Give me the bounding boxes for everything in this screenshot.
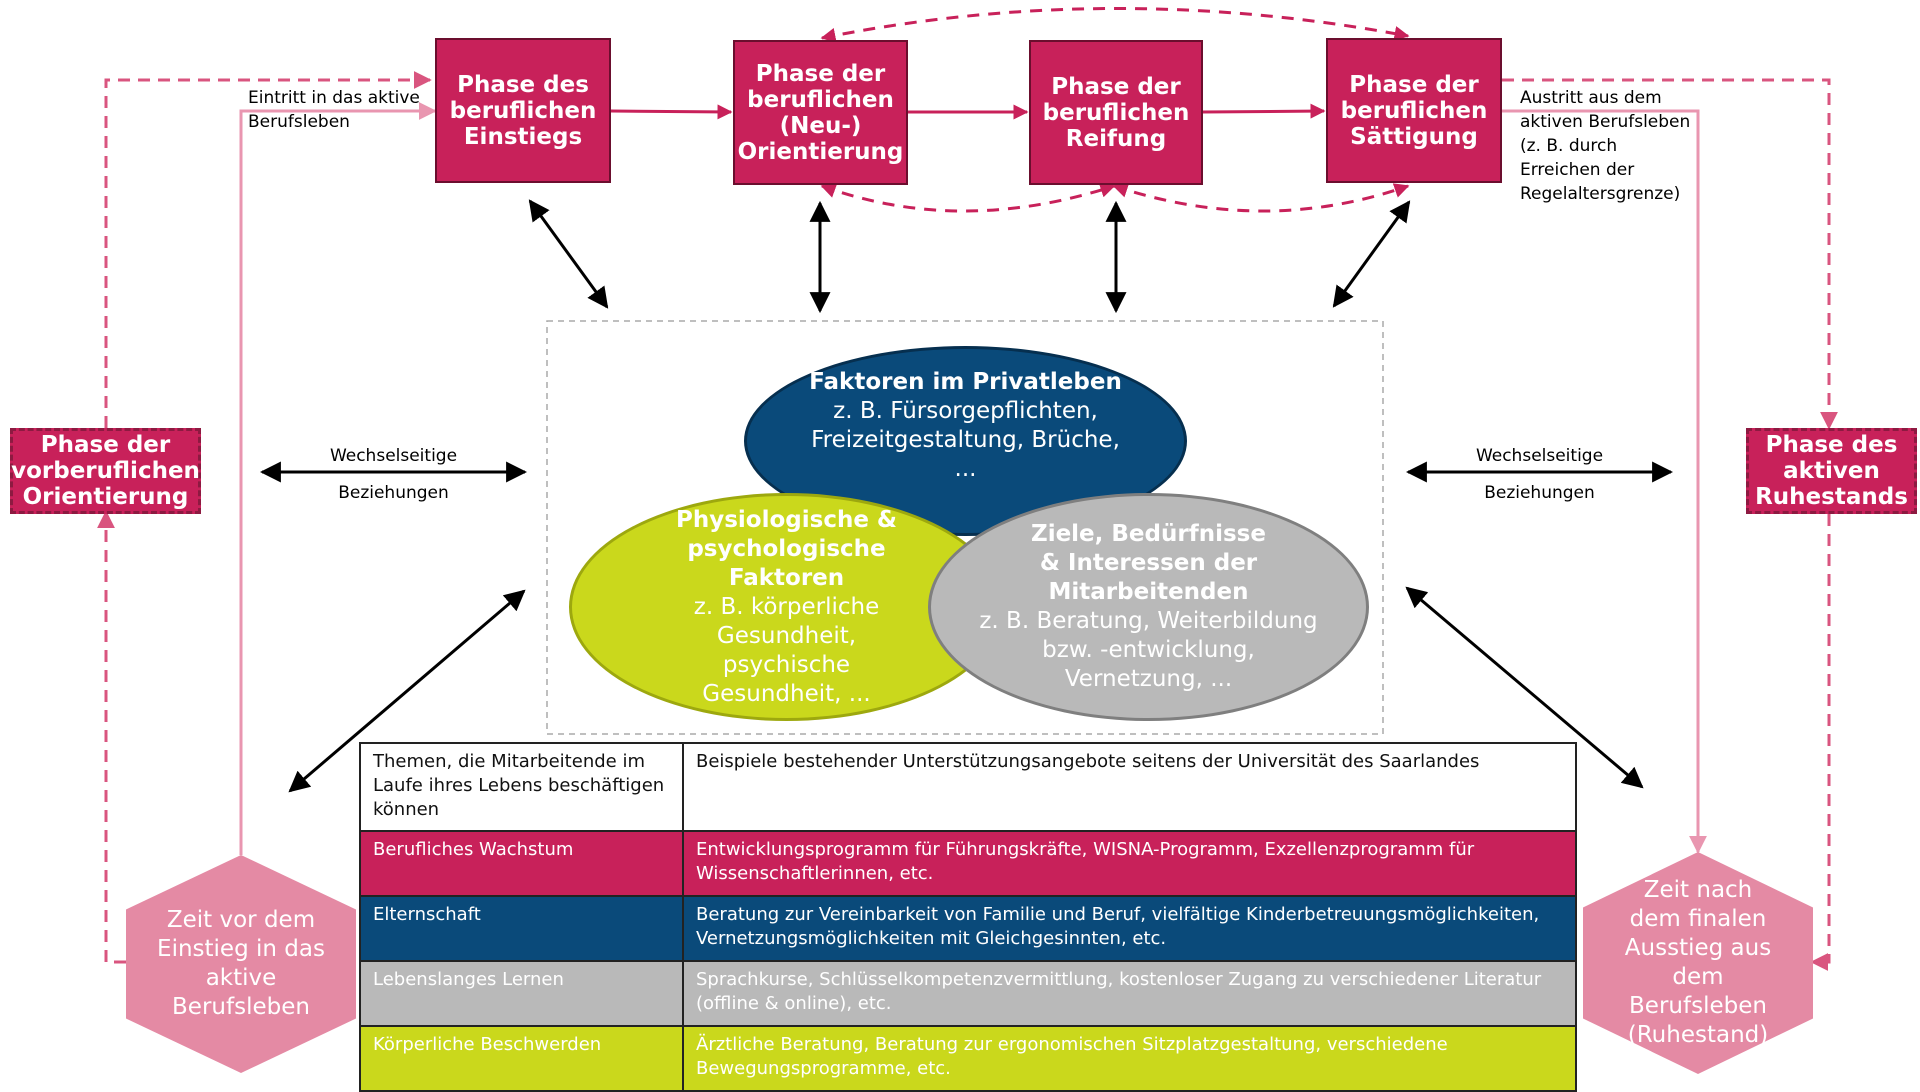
line-retirement-to-after xyxy=(1810,514,1831,971)
line-saturation-to-after xyxy=(1500,109,1707,854)
arrow-entry-to-orientation xyxy=(610,104,733,120)
table-cell-topic: Lebenslanges Lernen xyxy=(359,960,684,1027)
arc-orientation-saturation xyxy=(820,7,1410,43)
phase-orientation-label: Phase der beruflichen (Neu-) Orientierun… xyxy=(737,60,904,165)
phase-maturity: Phase der beruflichen Reifung xyxy=(1029,40,1203,185)
oval-private-body: z. B. Fürsorgepflichten, Freizeitgestalt… xyxy=(811,398,1120,482)
mutual-right-1: Wechselseitige xyxy=(1475,446,1604,466)
factors-frame xyxy=(546,320,1384,735)
arc-orientation-maturity xyxy=(820,183,1116,213)
table-header-topics: Themen, die Mitarbeitende im Laufe ihres… xyxy=(359,742,684,832)
hexagon-before-label: Zeit vor dem Einstieg in das aktive Beru… xyxy=(157,907,325,1020)
oval-physio-body: z. B. körperliche Gesundheit, psychische… xyxy=(693,593,880,707)
hexagon-after-label: Zeit nach dem finalen Ausstieg aus dem B… xyxy=(1624,877,1772,1048)
arrow-entry-factors xyxy=(528,199,609,309)
table-cell-offers: Sprachkurse, Schlüsselkompetenzvermittlu… xyxy=(682,960,1577,1027)
line-before-to-pre xyxy=(97,510,126,964)
oval-goals-body: z. B. Beratung, Weiterbildung bzw. -entw… xyxy=(979,608,1318,692)
arrow-factors-after xyxy=(1405,586,1644,789)
phase-retirement-label: Phase des aktiven Ruhestands xyxy=(1755,432,1908,510)
table-header-row: Themen, die Mitarbeitende im Laufe ihres… xyxy=(359,742,1577,832)
table-cell-offers: Beratung zur Vereinbarkeit von Familie u… xyxy=(682,895,1577,962)
arrow-maturity-to-saturation xyxy=(1202,103,1326,119)
oval-physio-title: Physiologische & psychologische Faktoren xyxy=(676,506,897,591)
mutual-left-1: Wechselseitige xyxy=(329,446,458,466)
oval-physiological: Physiologische & psychologische Faktoren… xyxy=(569,493,1004,721)
table-cell-topic: Elternschaft xyxy=(359,895,684,962)
arrow-saturation-factors xyxy=(1332,200,1411,308)
table-row: Körperliche Beschwerden Ärztliche Beratu… xyxy=(359,1025,1577,1092)
phase-maturity-label: Phase der beruflichen Reifung xyxy=(1042,73,1190,152)
hexagon-before-career: Zeit vor dem Einstieg in das aktive Beru… xyxy=(126,855,356,1073)
oval-goals-needs: Ziele, Bedürfnisse & Interessen der Mita… xyxy=(928,493,1369,721)
hexagon-after-career: Zeit nach dem finalen Ausstieg aus dem B… xyxy=(1583,852,1813,1074)
table-cell-offers: Entwicklungsprogramm für Führungskräfte,… xyxy=(682,830,1577,897)
table-cell-offers: Ärztliche Beratung, Beratung zur ergonom… xyxy=(682,1025,1577,1092)
table-row: Berufliches Wachstum Entwicklungsprogram… xyxy=(359,830,1577,897)
table-row: Elternschaft Beratung zur Vereinbarkeit … xyxy=(359,895,1577,962)
arrow-factors-before xyxy=(288,589,526,793)
oval-private-title: Faktoren im Privatleben xyxy=(809,369,1122,395)
phase-entry-label: Phase des beruflichen Einstiegs xyxy=(449,71,597,150)
line-saturation-to-retirement xyxy=(1502,78,1838,430)
phase-pre-orientation: Phase der vorberuflichen Orientierung xyxy=(10,428,201,514)
phase-retirement: Phase des aktiven Ruhestands xyxy=(1746,428,1917,514)
exit-note: Austritt aus dem aktiven Berufsleben (z.… xyxy=(1520,88,1691,204)
phase-saturation-label: Phase der beruflichen Sättigung xyxy=(1340,71,1488,150)
line-pre-to-entry xyxy=(104,71,432,428)
support-offers-table: Themen, die Mitarbeitende im Laufe ihres… xyxy=(359,742,1577,1092)
phase-orientation: Phase der beruflichen (Neu-) Orientierun… xyxy=(733,40,908,185)
oval-goals-title: Ziele, Bedürfnisse & Interessen der Mita… xyxy=(1031,521,1266,605)
phase-entry: Phase des beruflichen Einstiegs xyxy=(435,38,611,183)
table-cell-topic: Berufliches Wachstum xyxy=(359,830,684,897)
phase-pre-label: Phase der vorberuflichen Orientierung xyxy=(11,432,200,510)
table-cell-topic: Körperliche Beschwerden xyxy=(359,1025,684,1092)
table-row: Lebenslanges Lernen Sprachkurse, Schlüss… xyxy=(359,960,1577,1027)
mutual-left-2: Beziehungen xyxy=(338,483,449,503)
phase-saturation: Phase der beruflichen Sättigung xyxy=(1326,38,1502,183)
entry-note: Eintritt in das aktive Berufsleben xyxy=(248,88,420,132)
table-header-offers: Beispiele bestehender Unterstützungsange… xyxy=(682,742,1577,832)
arc-maturity-saturation xyxy=(1112,183,1410,213)
line-before-to-entry xyxy=(239,102,437,855)
mutual-right-2: Beziehungen xyxy=(1484,483,1595,503)
